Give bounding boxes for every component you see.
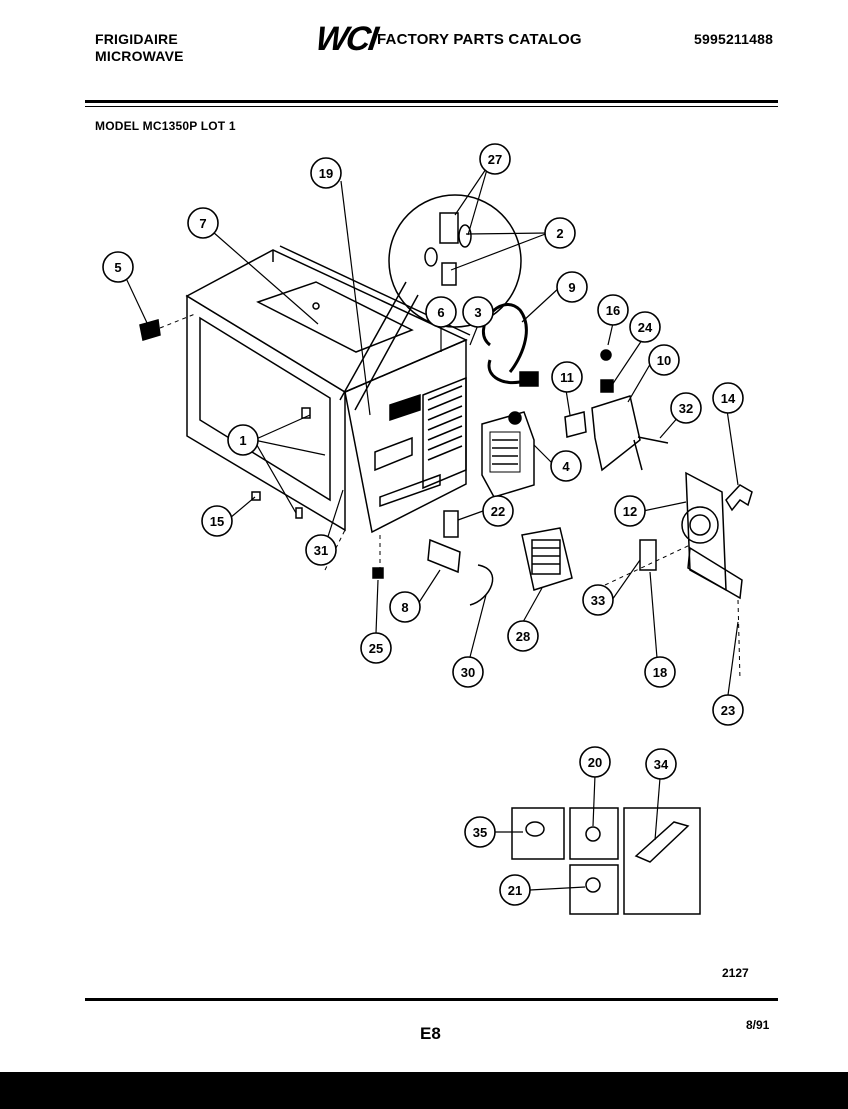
callout-33: 33 (582, 584, 614, 616)
callout-15: 15 (201, 505, 233, 537)
callout-3: 3 (462, 296, 494, 328)
fan-assembly-drawing (681, 471, 753, 600)
callout-30: 30 (452, 656, 484, 688)
svg-text:15: 15 (210, 514, 224, 529)
svg-text:34: 34 (654, 757, 669, 772)
callout-5: 5 (102, 251, 134, 283)
switch-18-drawing (639, 539, 657, 571)
fuse-16-drawing (600, 349, 612, 361)
svg-text:1: 1 (239, 433, 246, 448)
inset-parts-drawing (511, 807, 701, 915)
callout-27: 27 (479, 143, 511, 175)
callout-11: 11 (551, 361, 583, 393)
capacitor-drawing (427, 538, 461, 574)
callout-1: 1 (227, 424, 259, 456)
header-rule (85, 100, 778, 103)
cabinet-drawing (185, 245, 471, 534)
footer-rule (85, 998, 778, 1001)
svg-text:22: 22 (491, 504, 505, 519)
figure-id: 2127 (722, 966, 749, 980)
svg-text:14: 14 (721, 391, 736, 406)
switch-22-drawing (443, 510, 459, 538)
switch-5-drawing (139, 319, 161, 341)
svg-text:32: 32 (679, 401, 693, 416)
svg-text:7: 7 (199, 216, 206, 231)
callout-19: 19 (310, 157, 342, 189)
callout-6: 6 (425, 296, 457, 328)
callout-16: 16 (597, 294, 629, 326)
callout-9: 9 (556, 271, 588, 303)
callout-18: 18 (644, 656, 676, 688)
svg-text:21: 21 (508, 883, 522, 898)
callout-31: 31 (305, 534, 337, 566)
svg-text:24: 24 (638, 320, 653, 335)
svg-text:31: 31 (314, 543, 328, 558)
svg-text:6: 6 (437, 305, 444, 320)
svg-text:16: 16 (606, 303, 620, 318)
svg-text:3: 3 (474, 305, 481, 320)
svg-text:33: 33 (591, 593, 605, 608)
callout-14: 14 (712, 382, 744, 414)
svg-text:30: 30 (461, 665, 475, 680)
power-cord-drawing (482, 303, 539, 387)
product-type: MICROWAVE (95, 48, 184, 64)
page-number: E8 (420, 1024, 441, 1043)
svg-text:25: 25 (369, 641, 383, 656)
callout-23: 23 (712, 694, 744, 726)
svg-text:27: 27 (488, 152, 502, 167)
callout-20: 20 (579, 746, 611, 778)
svg-text:8: 8 (401, 600, 408, 615)
callout-4: 4 (550, 450, 582, 482)
catalog-part-number: 5995211488 (694, 31, 774, 47)
callout-32: 32 (670, 392, 702, 424)
callout-12: 12 (614, 495, 646, 527)
svg-text:35: 35 (473, 825, 487, 840)
catalog-date: 8/91 (746, 1018, 770, 1032)
callout-22: 22 (482, 495, 514, 527)
bracket-drawing (591, 395, 641, 472)
interlock-detail-drawing (339, 194, 522, 411)
callout-8: 8 (389, 591, 421, 623)
svg-text:11: 11 (560, 370, 574, 385)
callout-2: 2 (544, 217, 576, 249)
wire-32-drawing (633, 436, 669, 471)
svg-text:28: 28 (516, 629, 530, 644)
wire-30-drawing (469, 564, 494, 606)
brand-name: FRIGIDAIRE (95, 31, 178, 47)
callout-24: 24 (629, 311, 661, 343)
callout-28: 28 (507, 620, 539, 652)
magnetron-drawing (481, 411, 535, 498)
svg-text:23: 23 (721, 703, 735, 718)
model-label: MODEL MC1350P LOT 1 (95, 119, 236, 133)
callout-21: 21 (499, 874, 531, 906)
svg-text:19: 19 (319, 166, 333, 181)
header-rule-thin (85, 106, 778, 107)
scan-border (0, 1072, 848, 1109)
catalog-title: FACTORY PARTS CATALOG (377, 31, 582, 48)
callout-10: 10 (648, 344, 680, 376)
svg-text:9: 9 (568, 280, 575, 295)
callout-35: 35 (464, 816, 496, 848)
svg-text:18: 18 (653, 665, 667, 680)
leader-lines (124, 165, 739, 891)
transformer-drawing (521, 527, 573, 591)
callout-25: 25 (360, 632, 392, 664)
svg-text:4: 4 (562, 459, 570, 474)
fuse-holder-24-drawing (600, 379, 614, 393)
svg-text:10: 10 (657, 353, 671, 368)
svg-text:5: 5 (114, 260, 121, 275)
callout-34: 34 (645, 748, 677, 780)
svg-text:12: 12 (623, 504, 637, 519)
svg-text:20: 20 (588, 755, 602, 770)
callout-7: 7 (187, 207, 219, 239)
thermostat-drawing (564, 411, 587, 438)
svg-text:2: 2 (556, 226, 563, 241)
